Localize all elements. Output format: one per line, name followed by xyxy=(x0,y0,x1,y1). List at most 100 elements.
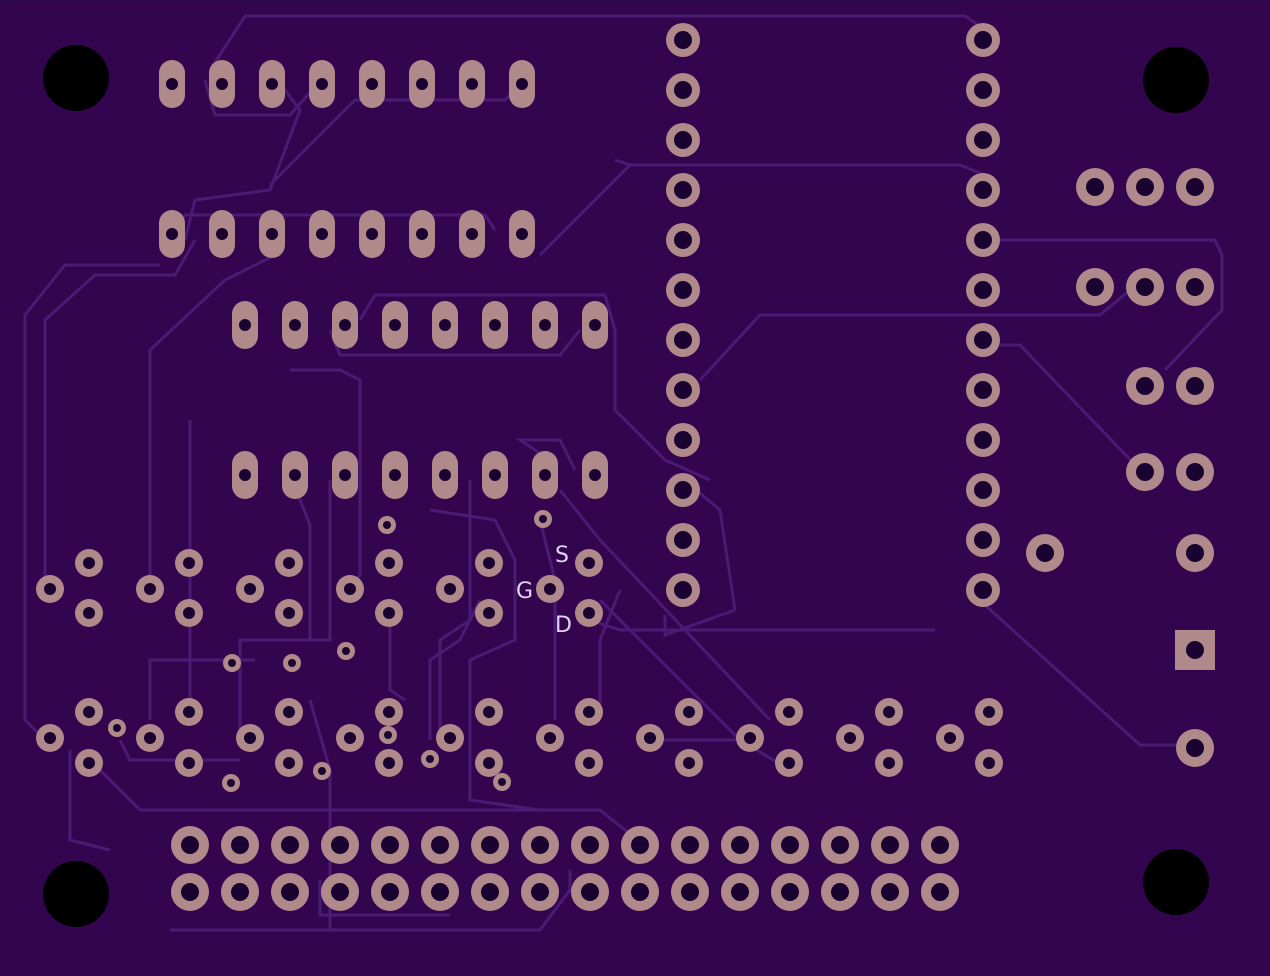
pad-hole xyxy=(331,883,349,901)
pad-hole xyxy=(283,757,295,769)
pad-hole xyxy=(83,557,95,569)
pad-hole xyxy=(783,706,795,718)
copper-trace xyxy=(23,263,160,742)
pad-hole xyxy=(144,732,156,744)
pad-hole xyxy=(1036,544,1054,562)
mounting-hole xyxy=(43,45,109,111)
pad-hole xyxy=(683,706,695,718)
pad-hole xyxy=(974,481,992,499)
pad-hole xyxy=(183,607,195,619)
pad-hole xyxy=(1186,739,1204,757)
pad-hole xyxy=(239,469,251,481)
pad-hole xyxy=(674,331,692,349)
pad-hole xyxy=(831,836,849,854)
pad-hole xyxy=(674,481,692,499)
pad-hole xyxy=(1186,278,1204,296)
pad-hole xyxy=(983,706,995,718)
pad-hole xyxy=(183,557,195,569)
pad-hole xyxy=(466,228,478,240)
pad-hole xyxy=(674,231,692,249)
pad-hole xyxy=(531,883,549,901)
pad-hole xyxy=(674,31,692,49)
pad-hole xyxy=(231,883,249,901)
copper-trace xyxy=(170,870,572,932)
pad-hole xyxy=(244,583,256,595)
copper-trace xyxy=(388,600,406,702)
pad-hole xyxy=(181,883,199,901)
pad-hole xyxy=(731,836,749,854)
pad-hole xyxy=(674,431,692,449)
pad-hole xyxy=(431,836,449,854)
pad-hole xyxy=(974,381,992,399)
pad-hole xyxy=(539,469,551,481)
pad-hole xyxy=(416,228,428,240)
pad-hole xyxy=(516,78,528,90)
copper-trace xyxy=(429,508,541,812)
copper-trace xyxy=(118,739,240,762)
pad-hole xyxy=(681,883,699,901)
pad-hole xyxy=(227,779,235,787)
pad-hole xyxy=(674,131,692,149)
pad-hole xyxy=(744,732,756,744)
pad-hole xyxy=(244,732,256,744)
pad-hole xyxy=(83,607,95,619)
pad-hole xyxy=(974,31,992,49)
pad-hole xyxy=(228,659,236,667)
pad-hole xyxy=(531,836,549,854)
pad-hole xyxy=(383,521,391,529)
pad-hole xyxy=(731,883,749,901)
pad-hole xyxy=(339,469,351,481)
copper-trace xyxy=(88,758,651,852)
pad-hole xyxy=(266,78,278,90)
copper-trace xyxy=(238,480,332,730)
copper-trace xyxy=(148,253,276,590)
pad-hole xyxy=(974,331,992,349)
pad-hole xyxy=(113,724,121,732)
copper-trace xyxy=(148,658,255,720)
pad-hole xyxy=(974,531,992,549)
pad-hole xyxy=(426,755,434,763)
pad-hole xyxy=(983,757,995,769)
pad-hole xyxy=(466,78,478,90)
pad-hole xyxy=(83,706,95,718)
pad-hole xyxy=(183,706,195,718)
copper-trace xyxy=(630,163,986,177)
pad-hole xyxy=(974,231,992,249)
pad-hole xyxy=(483,706,495,718)
pad-hole xyxy=(683,757,695,769)
pad-hole xyxy=(444,583,456,595)
pad-hole xyxy=(144,583,156,595)
pad-hole xyxy=(974,81,992,99)
pad-hole xyxy=(83,757,95,769)
gate-label: G xyxy=(516,579,533,604)
pad-hole xyxy=(881,836,899,854)
copper-trace xyxy=(589,618,935,632)
pad-hole xyxy=(344,583,356,595)
pad-hole xyxy=(283,706,295,718)
drain-label: D xyxy=(555,613,572,638)
pad-hole xyxy=(1186,641,1204,659)
pad-hole xyxy=(944,732,956,744)
pad-hole xyxy=(366,78,378,90)
pad-hole xyxy=(931,836,949,854)
copper-trace xyxy=(698,288,1131,382)
pad-hole xyxy=(383,557,395,569)
pad-hole xyxy=(381,883,399,901)
pad-hole xyxy=(674,381,692,399)
source-label: S xyxy=(555,543,569,568)
copper-trace xyxy=(515,438,577,471)
pad-hole xyxy=(583,706,595,718)
pad-hole xyxy=(544,583,556,595)
pad-hole xyxy=(166,228,178,240)
copper-trace xyxy=(1000,238,1224,372)
copper-trace xyxy=(558,489,772,722)
pad-hole xyxy=(674,581,692,599)
pad-hole xyxy=(539,515,547,523)
pad-hole xyxy=(483,607,495,619)
mounting-hole xyxy=(1143,47,1209,113)
pad-hole xyxy=(439,469,451,481)
copper-trace xyxy=(358,293,711,482)
pad-hole xyxy=(439,319,451,331)
pad-hole xyxy=(281,836,299,854)
